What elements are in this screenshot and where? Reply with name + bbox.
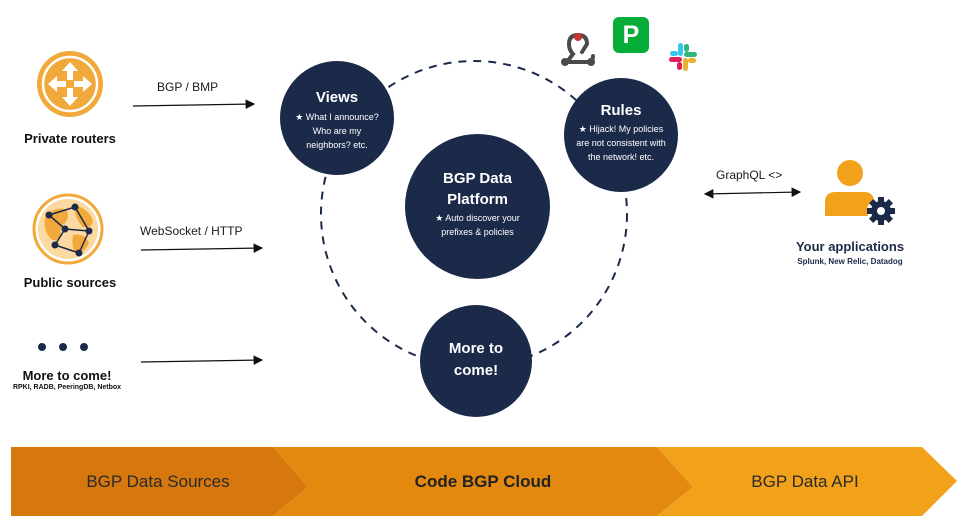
api-sub: Splunk, New Relic, Datadog bbox=[797, 257, 903, 266]
globe-network-icon bbox=[32, 193, 104, 265]
webhook-icon bbox=[561, 33, 595, 66]
router-icon bbox=[37, 51, 103, 117]
node-platform: BGP Data Platform ★ Auto discover your p… bbox=[405, 134, 550, 279]
banner-segment-cloud bbox=[273, 447, 693, 516]
node-rules-desc: ★ Hijack! My policies are not consistent… bbox=[576, 124, 666, 162]
source-label-private-routers: Private routers bbox=[24, 131, 116, 146]
banner-label-api: BGP Data API bbox=[751, 472, 859, 491]
edge-label-bgp-bmp: BGP / BMP bbox=[157, 80, 219, 94]
node-rules: Rules ★ Hijack! My policies are not cons… bbox=[564, 78, 678, 192]
node-more: More to come! bbox=[420, 305, 532, 417]
source-label-more: More to come! bbox=[22, 368, 112, 383]
slack-icon bbox=[669, 43, 697, 71]
user-gear-icon bbox=[825, 160, 895, 225]
source-label-public-sources: Public sources bbox=[23, 275, 117, 290]
arrow-graphql bbox=[703, 187, 802, 199]
api-title: Your applications bbox=[795, 239, 905, 254]
source-sub-more: RPKI, RADB, PeeringDB, Netbox bbox=[12, 384, 122, 391]
edge-label-graphql: GraphQL <> bbox=[716, 168, 783, 182]
node-rules-title: Rules bbox=[600, 102, 642, 119]
banner-segment-api bbox=[657, 447, 957, 516]
pagerduty-icon: P bbox=[613, 17, 649, 53]
node-platform-title: BGP Data Platform bbox=[443, 170, 512, 208]
arrow-websocket bbox=[140, 243, 264, 253]
edge-label-websocket: WebSocket / HTTP bbox=[140, 224, 243, 238]
node-views-title: Views bbox=[315, 89, 359, 106]
banner-label-cloud: Code BGP Cloud bbox=[414, 472, 552, 491]
node-views: Views ★ What I announce? Who are my neig… bbox=[280, 61, 394, 175]
ellipsis-icon bbox=[38, 343, 88, 351]
node-platform-desc: ★ Auto discover your prefixes & policies bbox=[435, 213, 520, 237]
banner-label-sources: BGP Data Sources bbox=[86, 472, 230, 491]
arrow-more bbox=[140, 355, 264, 365]
node-more-title: More to come! bbox=[448, 340, 504, 379]
node-views-desc: ★ What I announce? Who are my neighbors?… bbox=[295, 112, 379, 150]
arrow-bgp-bmp bbox=[132, 99, 256, 109]
banner-segment-sources bbox=[11, 447, 308, 516]
